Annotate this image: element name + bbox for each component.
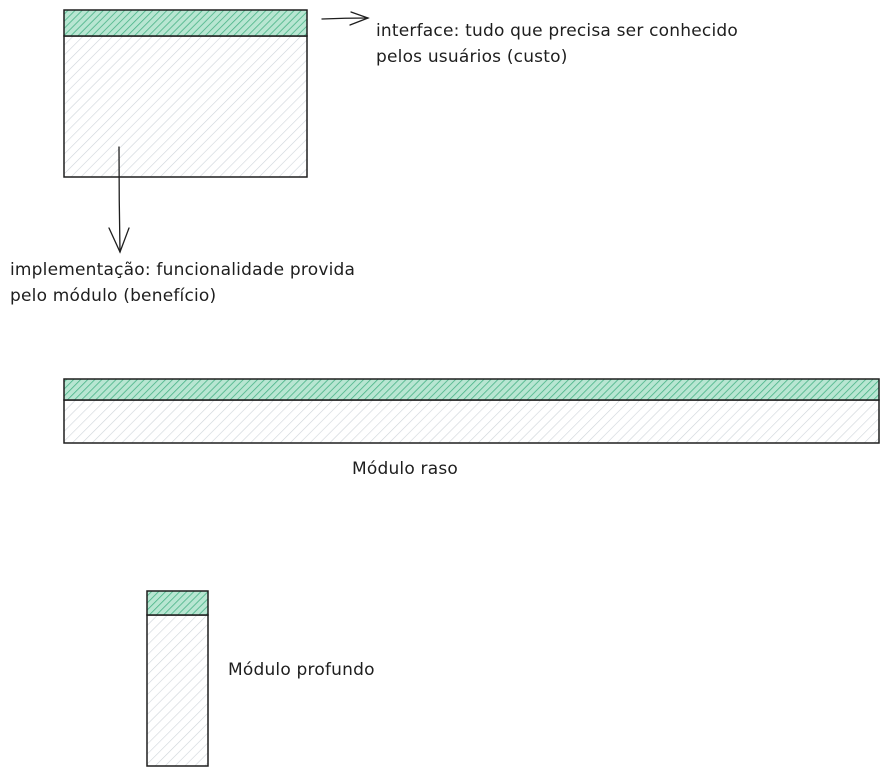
interface-annotation-line-2: pelos usuários (custo)	[376, 47, 568, 67]
shallow-module-implementation-block	[63, 399, 880, 444]
shallow-module-interface-bar	[63, 378, 880, 401]
interface-arrow	[321, 11, 370, 26]
deep-module-interface-bar	[146, 590, 209, 616]
shallow-module	[63, 378, 880, 444]
deep-module-implementation-block	[146, 614, 209, 767]
module-implementation-block	[63, 35, 308, 178]
interface-annotation: interface: tudo que precisa ser conhecid…	[376, 18, 738, 70]
deep-module-label: Módulo profundo	[228, 660, 375, 680]
shallow-module-label: Módulo raso	[352, 459, 459, 479]
module-interface-bar	[63, 9, 308, 37]
implementation-annotation: implementação: funcionalidade provida pe…	[10, 257, 355, 309]
interface-annotation-line-1: interface: tudo que precisa ser conhecid…	[376, 21, 738, 41]
module-example	[63, 9, 308, 178]
implementation-arrow	[108, 146, 130, 254]
implementation-annotation-line-2: pelo módulo (benefício)	[10, 286, 217, 306]
deep-module	[146, 590, 209, 767]
implementation-annotation-line-1: implementação: funcionalidade provida	[10, 260, 356, 280]
